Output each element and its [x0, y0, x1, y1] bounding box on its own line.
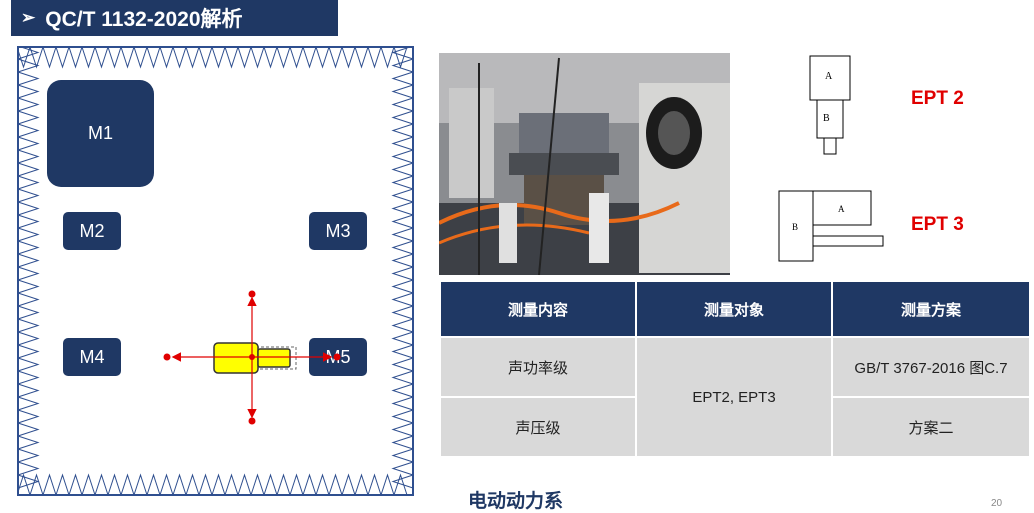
table-row: 声功率级 EPT2, EPT3 GB/T 3767-2016 图C.7 — [439, 336, 1031, 458]
cell-object: EPT2, EPT3 — [635, 336, 833, 458]
table-header-row: 测量内容 测量对象 测量方案 — [439, 280, 1031, 338]
header-object: 测量对象 — [635, 280, 833, 338]
cell-content: 声压级 — [439, 396, 637, 458]
table-row: 声压级 方案二 — [439, 396, 1031, 458]
title-bar: ➢ QC/T 1132-2020解析 — [11, 0, 338, 36]
section-title: 电动动力系 — [468, 491, 564, 512]
ept3-sketch — [778, 190, 884, 262]
ept2-part-a: A — [825, 71, 833, 82]
microphone-m1: M1 — [47, 80, 154, 187]
ept2-label: EPT 2 — [911, 88, 964, 109]
microphone-m3: M3 — [309, 212, 367, 250]
ept3-part-a: A — [838, 204, 845, 214]
bullet-arrow-icon: ➢ — [21, 8, 36, 27]
page-number: 20 — [991, 498, 1003, 509]
page-title: QC/T 1132-2020解析 — [45, 8, 243, 31]
ept2-part-b: B — [823, 113, 830, 124]
header-plan: 测量方案 — [831, 280, 1031, 338]
ept3-part-b: B — [792, 222, 799, 232]
test-setup-photo — [439, 53, 730, 275]
cell-plan: GB/T 3767-2016 图C.7 — [831, 336, 1031, 398]
ept2-sketch — [809, 55, 851, 155]
microphone-m5: M5 — [309, 338, 367, 376]
header-content: 测量内容 — [439, 280, 637, 338]
microphone-m4: M4 — [63, 338, 121, 376]
cell-content: 声功率级 — [439, 336, 637, 398]
cell-plan: 方案二 — [831, 396, 1031, 458]
measurement-table: 测量内容 测量对象 测量方案 声功率级 EPT2, EPT3 GB/T 3767… — [439, 280, 1031, 458]
microphone-m2: M2 — [63, 212, 121, 250]
ept3-label: EPT 3 — [911, 214, 964, 235]
